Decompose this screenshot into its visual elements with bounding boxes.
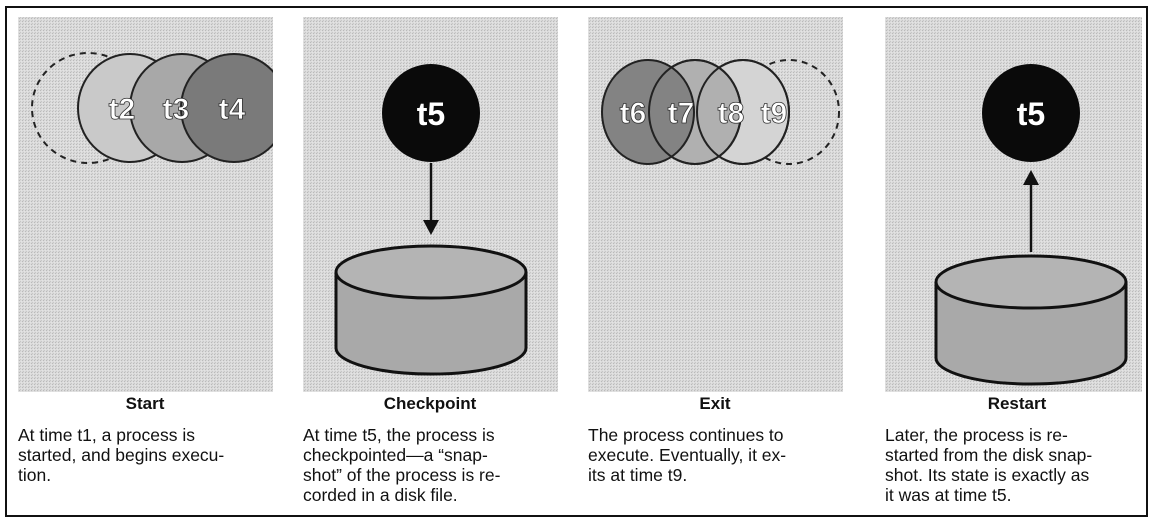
panel-restart: t5 xyxy=(885,17,1142,392)
circle-label-t2: t2 xyxy=(109,93,136,126)
desc-exit: The process continues to execute. Eventu… xyxy=(588,425,787,485)
diagram-frame: t2 t3 t4 t5 t6 t7 t8 t9 xyxy=(5,6,1148,517)
panel-exit: t6 t7 t8 t9 xyxy=(588,17,843,392)
circle-t4 xyxy=(180,53,273,163)
label-checkpoint: Checkpoint xyxy=(383,394,477,413)
restart-illustration: t5 xyxy=(934,64,1128,386)
circle-label-t3: t3 xyxy=(163,93,190,126)
checkpoint-illustration: t5 xyxy=(334,64,528,376)
circle-label-t5-restart: t5 xyxy=(1017,96,1045,132)
arrow-up-icon xyxy=(1023,170,1039,185)
disk-icon xyxy=(934,254,1128,386)
panel-checkpoint: t5 xyxy=(303,17,558,392)
circle-label-t8: t8 xyxy=(718,97,745,130)
label-restart: Restart xyxy=(987,394,1047,413)
label-exit: Exit xyxy=(699,394,731,413)
circle-label-t4: t4 xyxy=(219,93,246,126)
circle-label-t6: t6 xyxy=(620,97,647,130)
arrow-down-icon xyxy=(423,220,439,235)
circle-label-t7: t7 xyxy=(668,97,695,130)
panel-start: t2 t3 t4 xyxy=(18,17,273,392)
circle-t5-restart xyxy=(982,64,1080,162)
label-start: Start xyxy=(125,394,165,413)
desc-restart: Later, the process is re- started from t… xyxy=(885,425,1093,505)
exit-illustration: t6 t7 t8 t9 xyxy=(601,59,840,165)
start-illustration: t2 t3 t4 xyxy=(31,52,273,164)
disk-icon xyxy=(334,244,528,376)
circle-label-t9: t9 xyxy=(761,97,788,130)
desc-start: At time t1, a process is started, and be… xyxy=(18,425,225,485)
circle-label-t5: t5 xyxy=(417,96,445,132)
circle-t5 xyxy=(382,64,480,162)
desc-checkpoint: At time t5, the process is checkpointed—… xyxy=(303,425,501,505)
